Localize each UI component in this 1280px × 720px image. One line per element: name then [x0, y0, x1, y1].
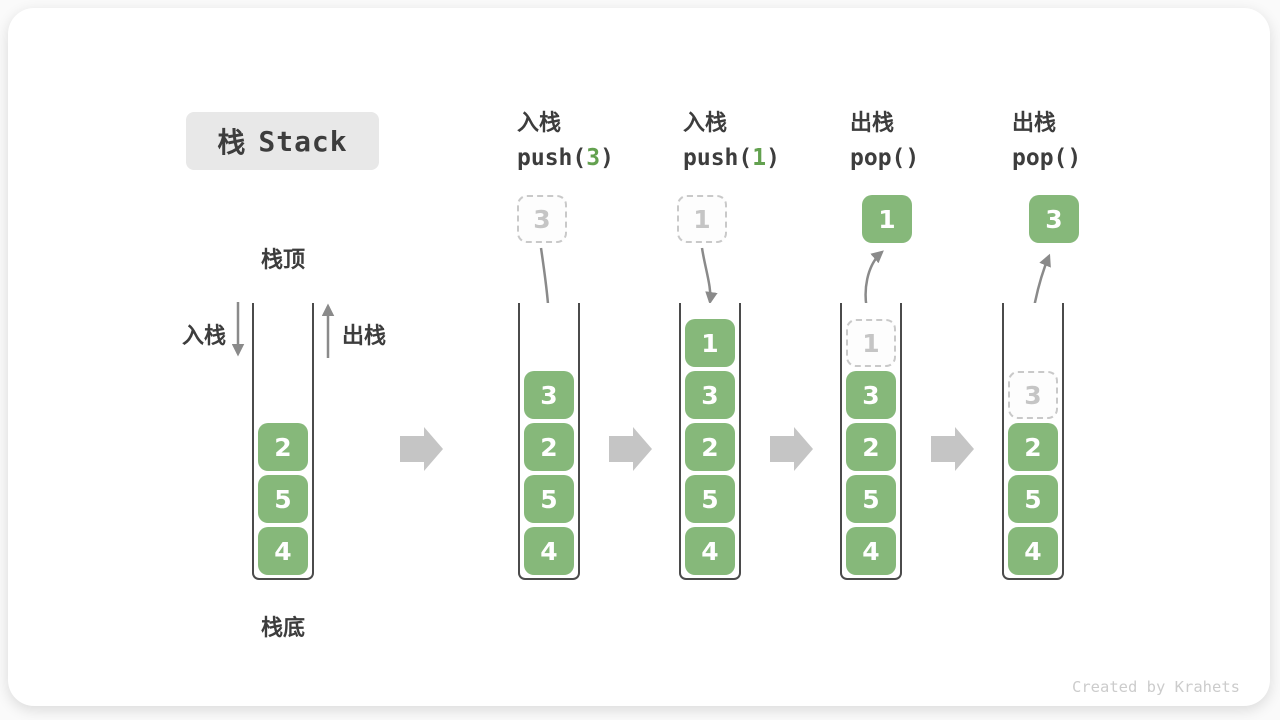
- operation-name: 入栈: [683, 111, 728, 136]
- stack-after-push-3-operation: 入栈 push(3): [517, 106, 614, 176]
- watermark: Created by Krahets: [1072, 678, 1240, 696]
- stack-cell: 5: [846, 475, 896, 523]
- label-stack-top: 栈顶: [260, 248, 305, 273]
- stack-cell: 4: [258, 527, 308, 575]
- operation-name: 入栈: [517, 111, 562, 136]
- stack-after-pop-3-floating-cell: 3: [1029, 195, 1079, 243]
- stack-after-push-3-floating-cell: 3: [517, 195, 567, 243]
- stack-cell: 5: [258, 475, 308, 523]
- stack-cell: 3: [685, 371, 735, 419]
- stack-cell: 2: [258, 423, 308, 471]
- stack-cell: 2: [846, 423, 896, 471]
- stack-cell: 2: [1008, 423, 1058, 471]
- stack-cell: 4: [1008, 527, 1058, 575]
- stack-cell: 2: [524, 423, 574, 471]
- operation-call: pop(): [850, 145, 920, 171]
- stack-after-push-1-operation: 入栈 push(1): [683, 106, 780, 176]
- stack-cell: 4: [685, 527, 735, 575]
- stack-after-pop-1-operation: 出栈 pop(): [850, 106, 919, 176]
- diagram-title-en: Stack: [258, 124, 348, 158]
- label-pop: 出栈: [342, 324, 387, 349]
- stack-after-pop-1-floating-cell: 1: [862, 195, 912, 243]
- operation-call: pop(): [1012, 145, 1082, 171]
- stack-cell: 4: [846, 527, 896, 575]
- operation-arg: 1: [752, 145, 767, 171]
- stack-cell: 3: [846, 371, 896, 419]
- stack-cell: 3: [1008, 371, 1058, 419]
- stack-cell: 1: [685, 319, 735, 367]
- label-stack-bottom: 栈底: [260, 616, 305, 641]
- operation-name: 出栈: [850, 111, 895, 136]
- label-push: 入栈: [182, 324, 227, 349]
- operation-call: push(3): [517, 145, 614, 171]
- stack-after-pop-3-operation: 出栈 pop(): [1012, 106, 1081, 176]
- stack-cell: 1: [846, 319, 896, 367]
- stack-after-push-1-floating-cell: 1: [677, 195, 727, 243]
- stack-cell: 5: [1008, 475, 1058, 523]
- operation-arg: 3: [586, 145, 601, 171]
- stack-cell: 5: [685, 475, 735, 523]
- stack-cell: 2: [685, 423, 735, 471]
- stack-cell: 3: [524, 371, 574, 419]
- operation-call: push(1): [683, 145, 780, 171]
- operation-name: 出栈: [1012, 111, 1057, 136]
- diagram-title-zh: 栈: [217, 126, 247, 159]
- stack-cell: 5: [524, 475, 574, 523]
- stack-cell: 4: [524, 527, 574, 575]
- diagram-title: 栈 Stack: [186, 112, 379, 170]
